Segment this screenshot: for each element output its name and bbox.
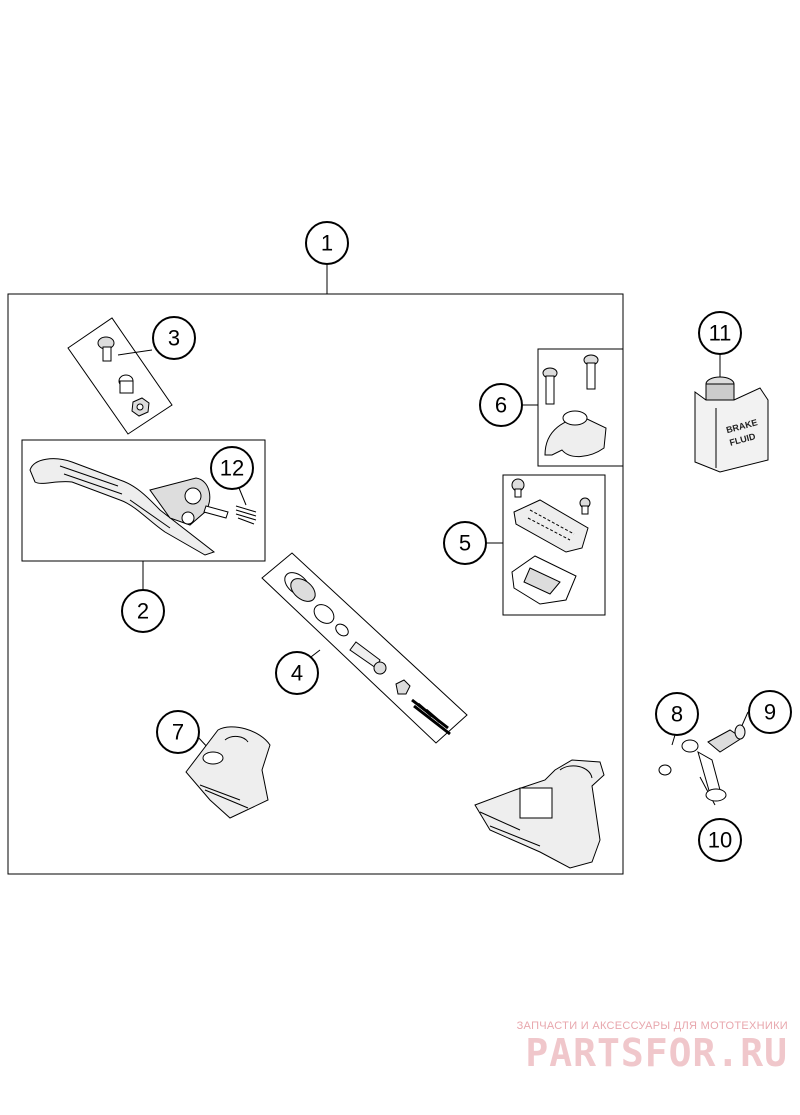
- callout-11-label: 11: [709, 321, 732, 346]
- part-7-reservoir-cover: [186, 727, 270, 818]
- callout-7[interactable]: 7: [156, 710, 200, 754]
- watermark: ЗАПЧАСТИ И АКСЕССУАРЫ ДЛЯ МОТОТЕХНИКИ PA…: [488, 1020, 788, 1074]
- callout-1-label: 1: [321, 231, 333, 256]
- part-5-reservoir-cap-kit: [485, 475, 605, 615]
- part-6-handlebar-clamp: [520, 349, 623, 466]
- callout-5[interactable]: 5: [443, 521, 487, 565]
- callout-9-label: 9: [764, 700, 776, 725]
- parts-8-9-10-banjo-fitting: [659, 712, 748, 805]
- watermark-caption: ЗАПЧАСТИ И АКСЕССУАРЫ ДЛЯ МОТОТЕХНИКИ: [516, 1020, 788, 1032]
- callout-2-label: 2: [137, 599, 149, 624]
- callout-10-label: 10: [708, 828, 732, 853]
- watermark-logo: PARTSFOR.RU: [525, 1031, 788, 1075]
- part-3-pivot-bolt-kit: [68, 318, 172, 434]
- callout-5-label: 5: [459, 531, 471, 556]
- part-4-piston-kit: [262, 553, 467, 743]
- callout-8-label: 8: [671, 702, 683, 727]
- callout-2[interactable]: 2: [121, 589, 165, 633]
- part-2-brake-lever: [22, 440, 265, 590]
- callout-11[interactable]: 11: [698, 311, 742, 355]
- callout-8[interactable]: 8: [655, 692, 699, 736]
- callout-9[interactable]: 9: [748, 690, 792, 734]
- callout-6[interactable]: 6: [479, 383, 523, 427]
- master-cylinder-body: [475, 760, 604, 868]
- callout-3[interactable]: 3: [152, 316, 196, 360]
- assembly-frame: [7, 293, 624, 875]
- callout-12-label: 12: [220, 456, 244, 481]
- callout-7-label: 7: [172, 720, 184, 745]
- callout-3-label: 3: [168, 326, 180, 351]
- callout-4-label: 4: [291, 661, 303, 686]
- callout-10[interactable]: 10: [698, 818, 742, 862]
- part-11-brake-fluid-bottle: BRAKE FLUID: [695, 353, 768, 472]
- callout-1[interactable]: 1: [305, 221, 349, 265]
- callout-6-label: 6: [495, 393, 507, 418]
- callout-12[interactable]: 12: [210, 446, 254, 490]
- callout-4[interactable]: 4: [275, 651, 319, 695]
